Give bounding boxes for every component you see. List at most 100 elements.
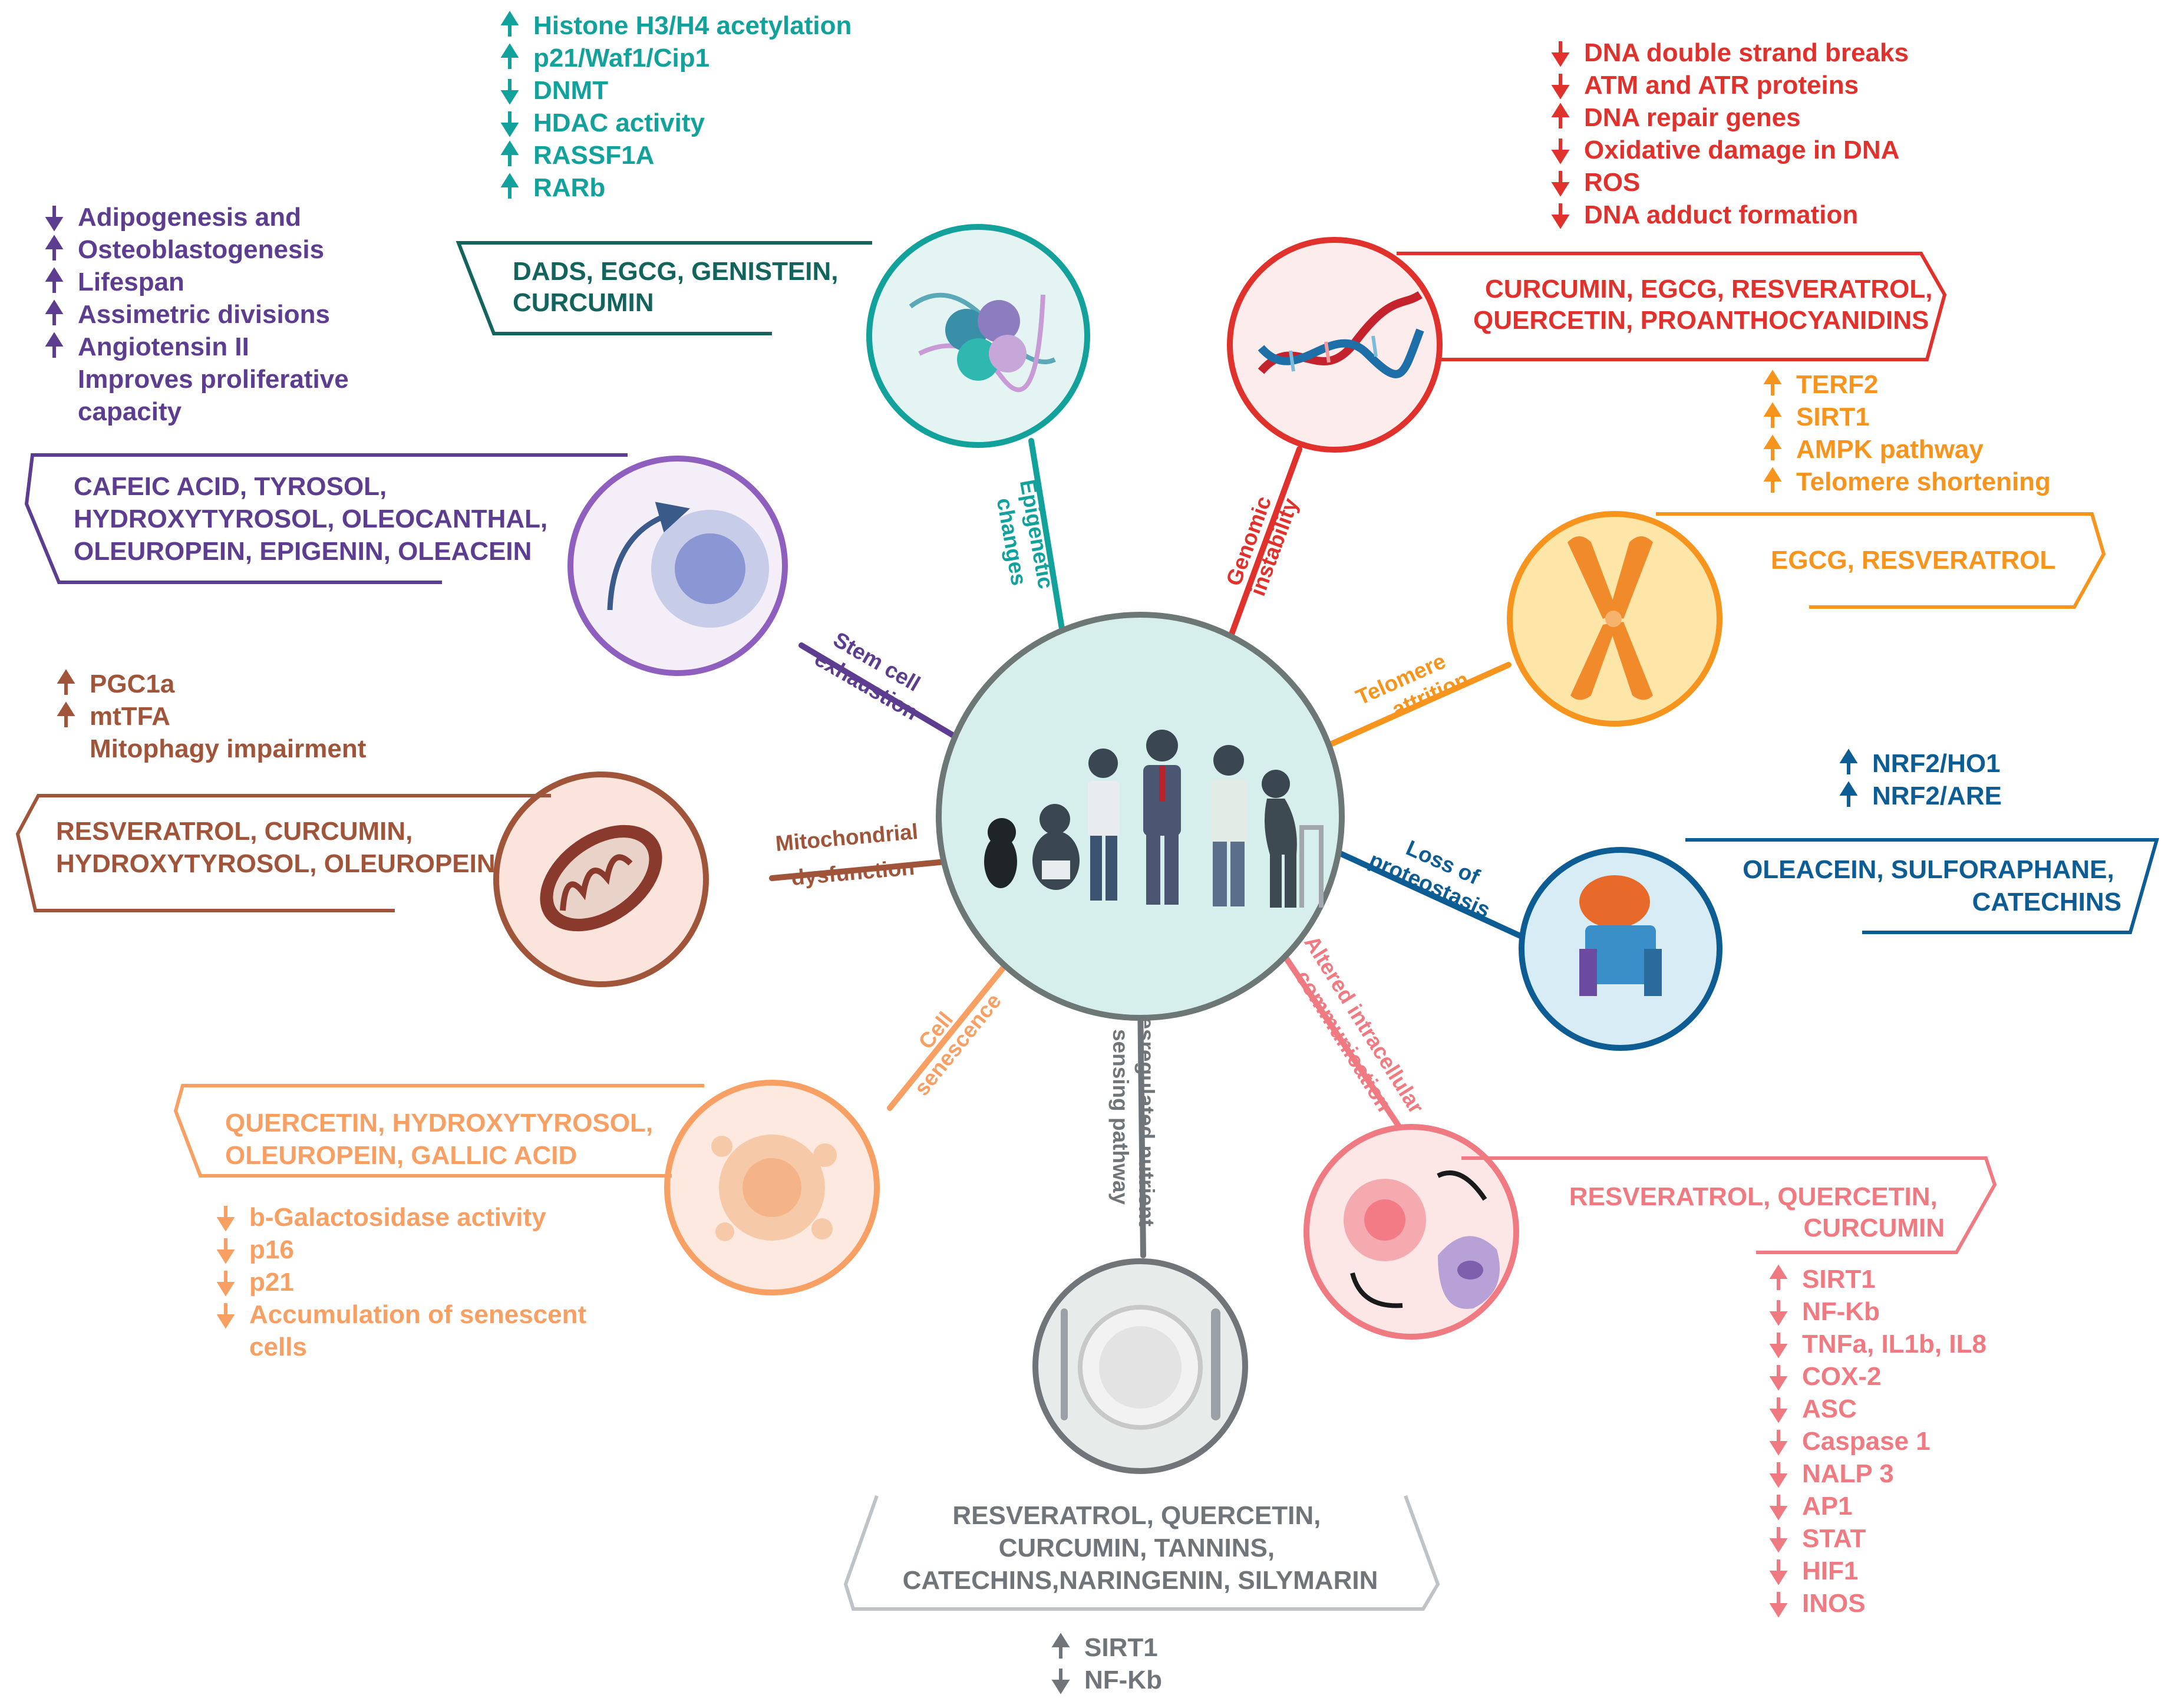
arrow-down-icon [216, 1206, 235, 1232]
stem-compounds: CAFEIC ACID, TYROSOL, HYDROXYTYROSOL, OL… [74, 472, 555, 566]
arrow-up-icon [1839, 781, 1858, 807]
senescence-compounds: QUERCETIN, HYDROXYTYROSOL, OLEUROPEIN, G… [225, 1109, 660, 1170]
altered-effect-item: NF-Kb [1802, 1297, 1880, 1326]
senescence-effect-item: p16 [249, 1235, 294, 1264]
epigenetic-compound-frame [456, 241, 872, 335]
altered-effect-item: COX-2 [1802, 1362, 1881, 1391]
cell-communication-icon [1344, 1170, 1500, 1309]
arrow-up-icon [1769, 1264, 1788, 1290]
arrow-down-icon [1551, 203, 1570, 229]
senescence-effects: b-Galactosidase activityp16p21Accumulati… [216, 1203, 586, 1361]
arrow-up-icon [1051, 1633, 1070, 1658]
epigenetic-effect-item: HDAC activity [533, 108, 705, 137]
hallmark-label-nutrient: Desregulated nutrient sensing pathway [1108, 1001, 1159, 1233]
proteostasis-compound-frame [1685, 838, 2159, 934]
stem-effects: Adipogenesis andOsteoblastogenesisLifesp… [45, 203, 349, 426]
spoke-stem [798, 642, 956, 738]
aging-silhouettes-icon [984, 730, 1324, 908]
genomic-effect-item: DNA double strand breaks [1584, 38, 1909, 67]
genomic-compound-frame [1397, 252, 1947, 361]
nutrient-compound-frame [843, 1495, 1440, 1611]
mito-effect-item: PGC1a [90, 670, 175, 698]
epigenetic-effect-item: RASSF1A [533, 141, 654, 170]
telomere-effect-item: TERF2 [1796, 370, 1878, 399]
arrow-up-icon [45, 332, 64, 358]
protein-structure-icon [1579, 875, 1662, 996]
arrow-up-icon [45, 235, 64, 261]
hallmark-label-telomere: Telomere attrition [1352, 643, 1472, 733]
altered-effect-item: AP1 [1802, 1492, 1853, 1521]
telomere-compound-frame [1656, 512, 2106, 609]
altered-compounds: RESVERATROL, QUERCETIN, CURCUMIN [1569, 1182, 1945, 1242]
stem-effect-item: Assimetric divisions [78, 300, 330, 329]
telomere-effect-item: AMPK pathway [1796, 435, 1984, 464]
altered-effect-item: STAT [1802, 1524, 1866, 1553]
dna-helix-icon [1258, 291, 1424, 378]
nutrient-effect-item: NF-Kb [1084, 1666, 1162, 1694]
epigenetic-effects: Histone H3/H4 acetylationp21/Waf1/Cip1DN… [500, 11, 852, 202]
arrow-down-icon [45, 206, 64, 232]
stem-effect-item: Improves proliferative [78, 365, 349, 394]
senescent-cell-icon [711, 1135, 837, 1241]
genomic-effect-item: ATM and ATR proteins [1584, 71, 1859, 100]
altered-effect-item: NALP 3 [1802, 1459, 1894, 1488]
genomic-effect-item: DNA adduct formation [1584, 200, 1858, 229]
epigenetic-compounds: DADS, EGCG, GENISTEIN, CURCUMIN [513, 257, 846, 317]
arrow-up-icon [1763, 434, 1782, 460]
proteostasis-panel: OLEACEIN, SULFORAPHANE, CATECHINS NRF2/H… [1519, 749, 2159, 1051]
altered-effect-item: ASC [1802, 1394, 1857, 1423]
arrow-up-icon [1839, 749, 1858, 774]
arrow-down-icon [1769, 1592, 1788, 1618]
arrow-down-icon [1769, 1495, 1788, 1521]
spoke-proteostasis [1336, 850, 1523, 939]
senescence-panel: QUERCETIN, HYDROXYTYROSOL, OLEUROPEIN, G… [173, 1080, 880, 1361]
arrow-down-icon [1551, 74, 1570, 100]
senescence-effect-item: p21 [249, 1268, 294, 1297]
proteostasis-effect-item: NRF2/ARE [1872, 782, 2002, 810]
altered-compound-frame [1461, 1156, 1997, 1254]
altered-effect-item: SIRT1 [1802, 1265, 1876, 1294]
arrow-down-icon [1769, 1333, 1788, 1359]
telomere-effect-item: Telomere shortening [1796, 467, 2051, 496]
spoke-epigenetic [1028, 438, 1067, 642]
spokes [769, 438, 1523, 1258]
mito-compound-frame [15, 794, 551, 912]
arrow-up-icon [500, 43, 519, 69]
hallmark-label-altered: Altered intracellular communication [1278, 931, 1432, 1136]
epigenetic-panel: DADS, EGCG, GENISTEIN, CURCUMIN Histone … [456, 11, 1090, 448]
stem-effect-item: Lifespan [78, 268, 184, 296]
stem-compound-frame [24, 453, 628, 584]
senescence-compound-frame [173, 1084, 704, 1178]
epigenetic-effect-item: RARb [533, 173, 605, 202]
arrow-down-icon [1769, 1527, 1788, 1553]
altered-panel: RESVERATROL, QUERCETIN, CURCUMIN SIRT1NF… [1304, 1124, 1997, 1618]
arrow-down-icon [216, 1271, 235, 1297]
epigenetic-effect-item: p21/Waf1/Cip1 [533, 44, 710, 72]
telomere-compounds: EGCG, RESVERATROL [1771, 546, 2055, 575]
genomic-panel: CURCUMIN, EGCG, RESVERATROL, QUERCETIN, … [1227, 38, 1947, 453]
stem-panel: CAFEIC ACID, TYROSOL, HYDROXYTYROSOL, OL… [24, 203, 788, 676]
stem-effect-item: Angiotensin II [78, 332, 249, 361]
arrow-down-icon [500, 79, 519, 105]
arrow-up-icon [500, 173, 519, 199]
stem-effect-item: capacity [78, 397, 182, 426]
epigenetic-effect-item: Histone H3/H4 acetylation [533, 11, 852, 40]
genomic-compounds: CURCUMIN, EGCG, RESVERATROL, QUERCETIN, … [1473, 275, 1940, 335]
mito-effect-item: mtTFA [90, 702, 170, 731]
center-aging-circle [936, 612, 1345, 1021]
arrow-up-icon [1763, 402, 1782, 428]
senescence-effect-item: b-Galactosidase activity [249, 1203, 546, 1232]
plate-cutlery-icon [1061, 1305, 1220, 1430]
hallmark-label-proteostasis: Loss of proteostasis [1365, 824, 1504, 922]
nutrient-compounds: RESVERATROL, QUERCETIN, CURCUMIN, TANNIN… [903, 1501, 1378, 1595]
altered-effect-item: TNFa, IL1b, IL8 [1802, 1330, 1986, 1359]
arrow-down-icon [1769, 1365, 1788, 1391]
genomic-effect-item: DNA repair genes [1584, 103, 1801, 132]
